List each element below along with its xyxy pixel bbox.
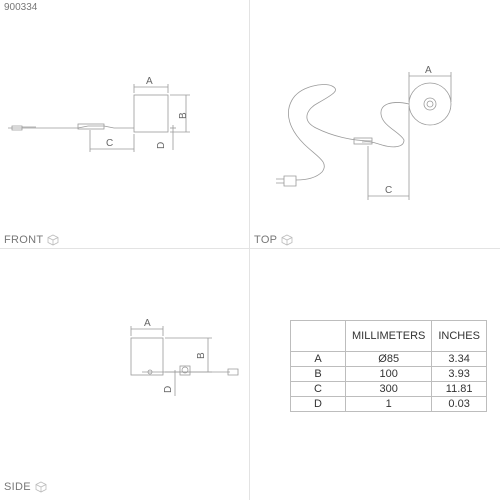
table-row: B 100 3.93: [290, 366, 487, 382]
top-dim-a-label: A: [425, 65, 432, 76]
top-label-text: TOP: [254, 234, 278, 246]
table-cell: B: [290, 366, 346, 382]
front-dim-d-label: D: [156, 142, 167, 149]
side-plug: [227, 368, 239, 376]
side-base-outline: [130, 337, 164, 376]
side-dim-b-label: B: [196, 352, 207, 359]
table-cell: A: [290, 351, 346, 367]
table-cell: 11.81: [431, 381, 487, 397]
table-row: C 300 11.81: [290, 381, 487, 397]
front-view-drawing: [8, 84, 190, 152]
front-label-text: FRONT: [4, 234, 44, 246]
side-switch-body: [179, 365, 191, 376]
horizontal-divider: [0, 248, 500, 249]
front-dim-b-label: B: [178, 112, 189, 119]
table-cell: 3.34: [431, 351, 487, 367]
table-cell: C: [290, 381, 346, 397]
cube-icon: [47, 234, 59, 246]
table-header-cell: MILLIMETERS: [344, 320, 433, 352]
top-view-drawing: [276, 72, 452, 200]
top-dim-c-label: C: [385, 185, 392, 196]
side-view-drawing: [130, 326, 239, 396]
top-base-circle: [408, 82, 452, 126]
front-cable: [8, 125, 134, 129]
side-dim-d-label: D: [163, 386, 174, 393]
table-cell: Ø85: [344, 351, 433, 367]
side-view-label: SIDE: [4, 481, 47, 493]
front-dim-c-label: C: [106, 138, 113, 149]
top-plug: [276, 175, 297, 187]
front-switch: [77, 123, 105, 130]
table-cell: D: [290, 396, 346, 412]
table-cell: 300: [344, 381, 433, 397]
product-code: 900334: [4, 2, 38, 13]
table-cell: 1: [344, 396, 433, 412]
front-plug: [11, 125, 36, 131]
top-switch: [353, 137, 373, 145]
dimensions-table: MILLIMETERS INCHES A Ø85 3.34 B 100 3.93…: [290, 320, 487, 412]
table-cell: 100: [344, 366, 433, 382]
table-row: D 1 0.03: [290, 396, 487, 412]
table-row: A Ø85 3.34: [290, 351, 487, 367]
table-cell: 3.93: [431, 366, 487, 382]
table-header-cell: [290, 320, 346, 352]
side-label-text: SIDE: [4, 481, 31, 493]
cube-icon: [281, 234, 293, 246]
table-header-row: MILLIMETERS INCHES: [290, 320, 487, 352]
top-cable: [288, 84, 373, 181]
table-header-cell: INCHES: [431, 320, 487, 352]
front-dim-a-label: A: [146, 76, 153, 87]
front-base-outline: [133, 94, 169, 133]
table-cell: 0.03: [431, 396, 487, 412]
top-view-label: TOP: [254, 234, 293, 246]
cube-icon: [35, 481, 47, 493]
front-view-label: FRONT: [4, 234, 59, 246]
side-dim-a-label: A: [144, 318, 151, 329]
vertical-divider: [249, 0, 250, 500]
